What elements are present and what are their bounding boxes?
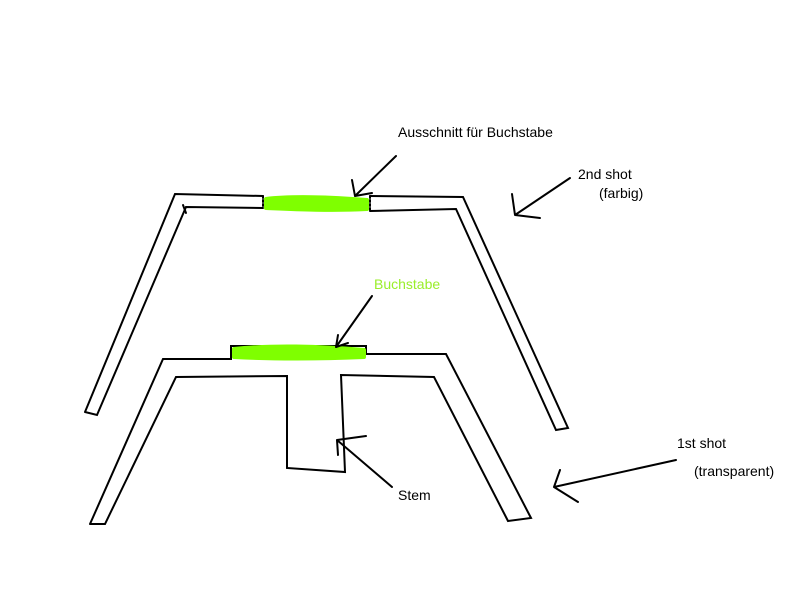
letter-green [232,344,366,361]
first-shot-label: 1st shot [677,435,727,451]
first-shot-arrow [553,459,677,503]
letter-arrow [335,295,373,348]
stem-arrow [336,435,393,488]
second-shot-notch [182,204,187,214]
cutout-label: Ausschnitt für Buchstabe [398,124,553,140]
first-shot-shell [89,345,533,525]
second-shot-label: 2nd shot [578,166,632,182]
stem-label: Stem [398,487,431,503]
first-shot-note: (transparent) [694,463,775,479]
letter-cutout-green [264,195,369,212]
letter-label: Buchstabe [374,276,441,292]
letter-cutout-edge [262,195,371,212]
second-shot-note: (farbig) [599,185,644,201]
second-shot-arrow [511,177,571,219]
cutout-arrow [351,155,397,197]
second-shot-shell [84,192,570,432]
